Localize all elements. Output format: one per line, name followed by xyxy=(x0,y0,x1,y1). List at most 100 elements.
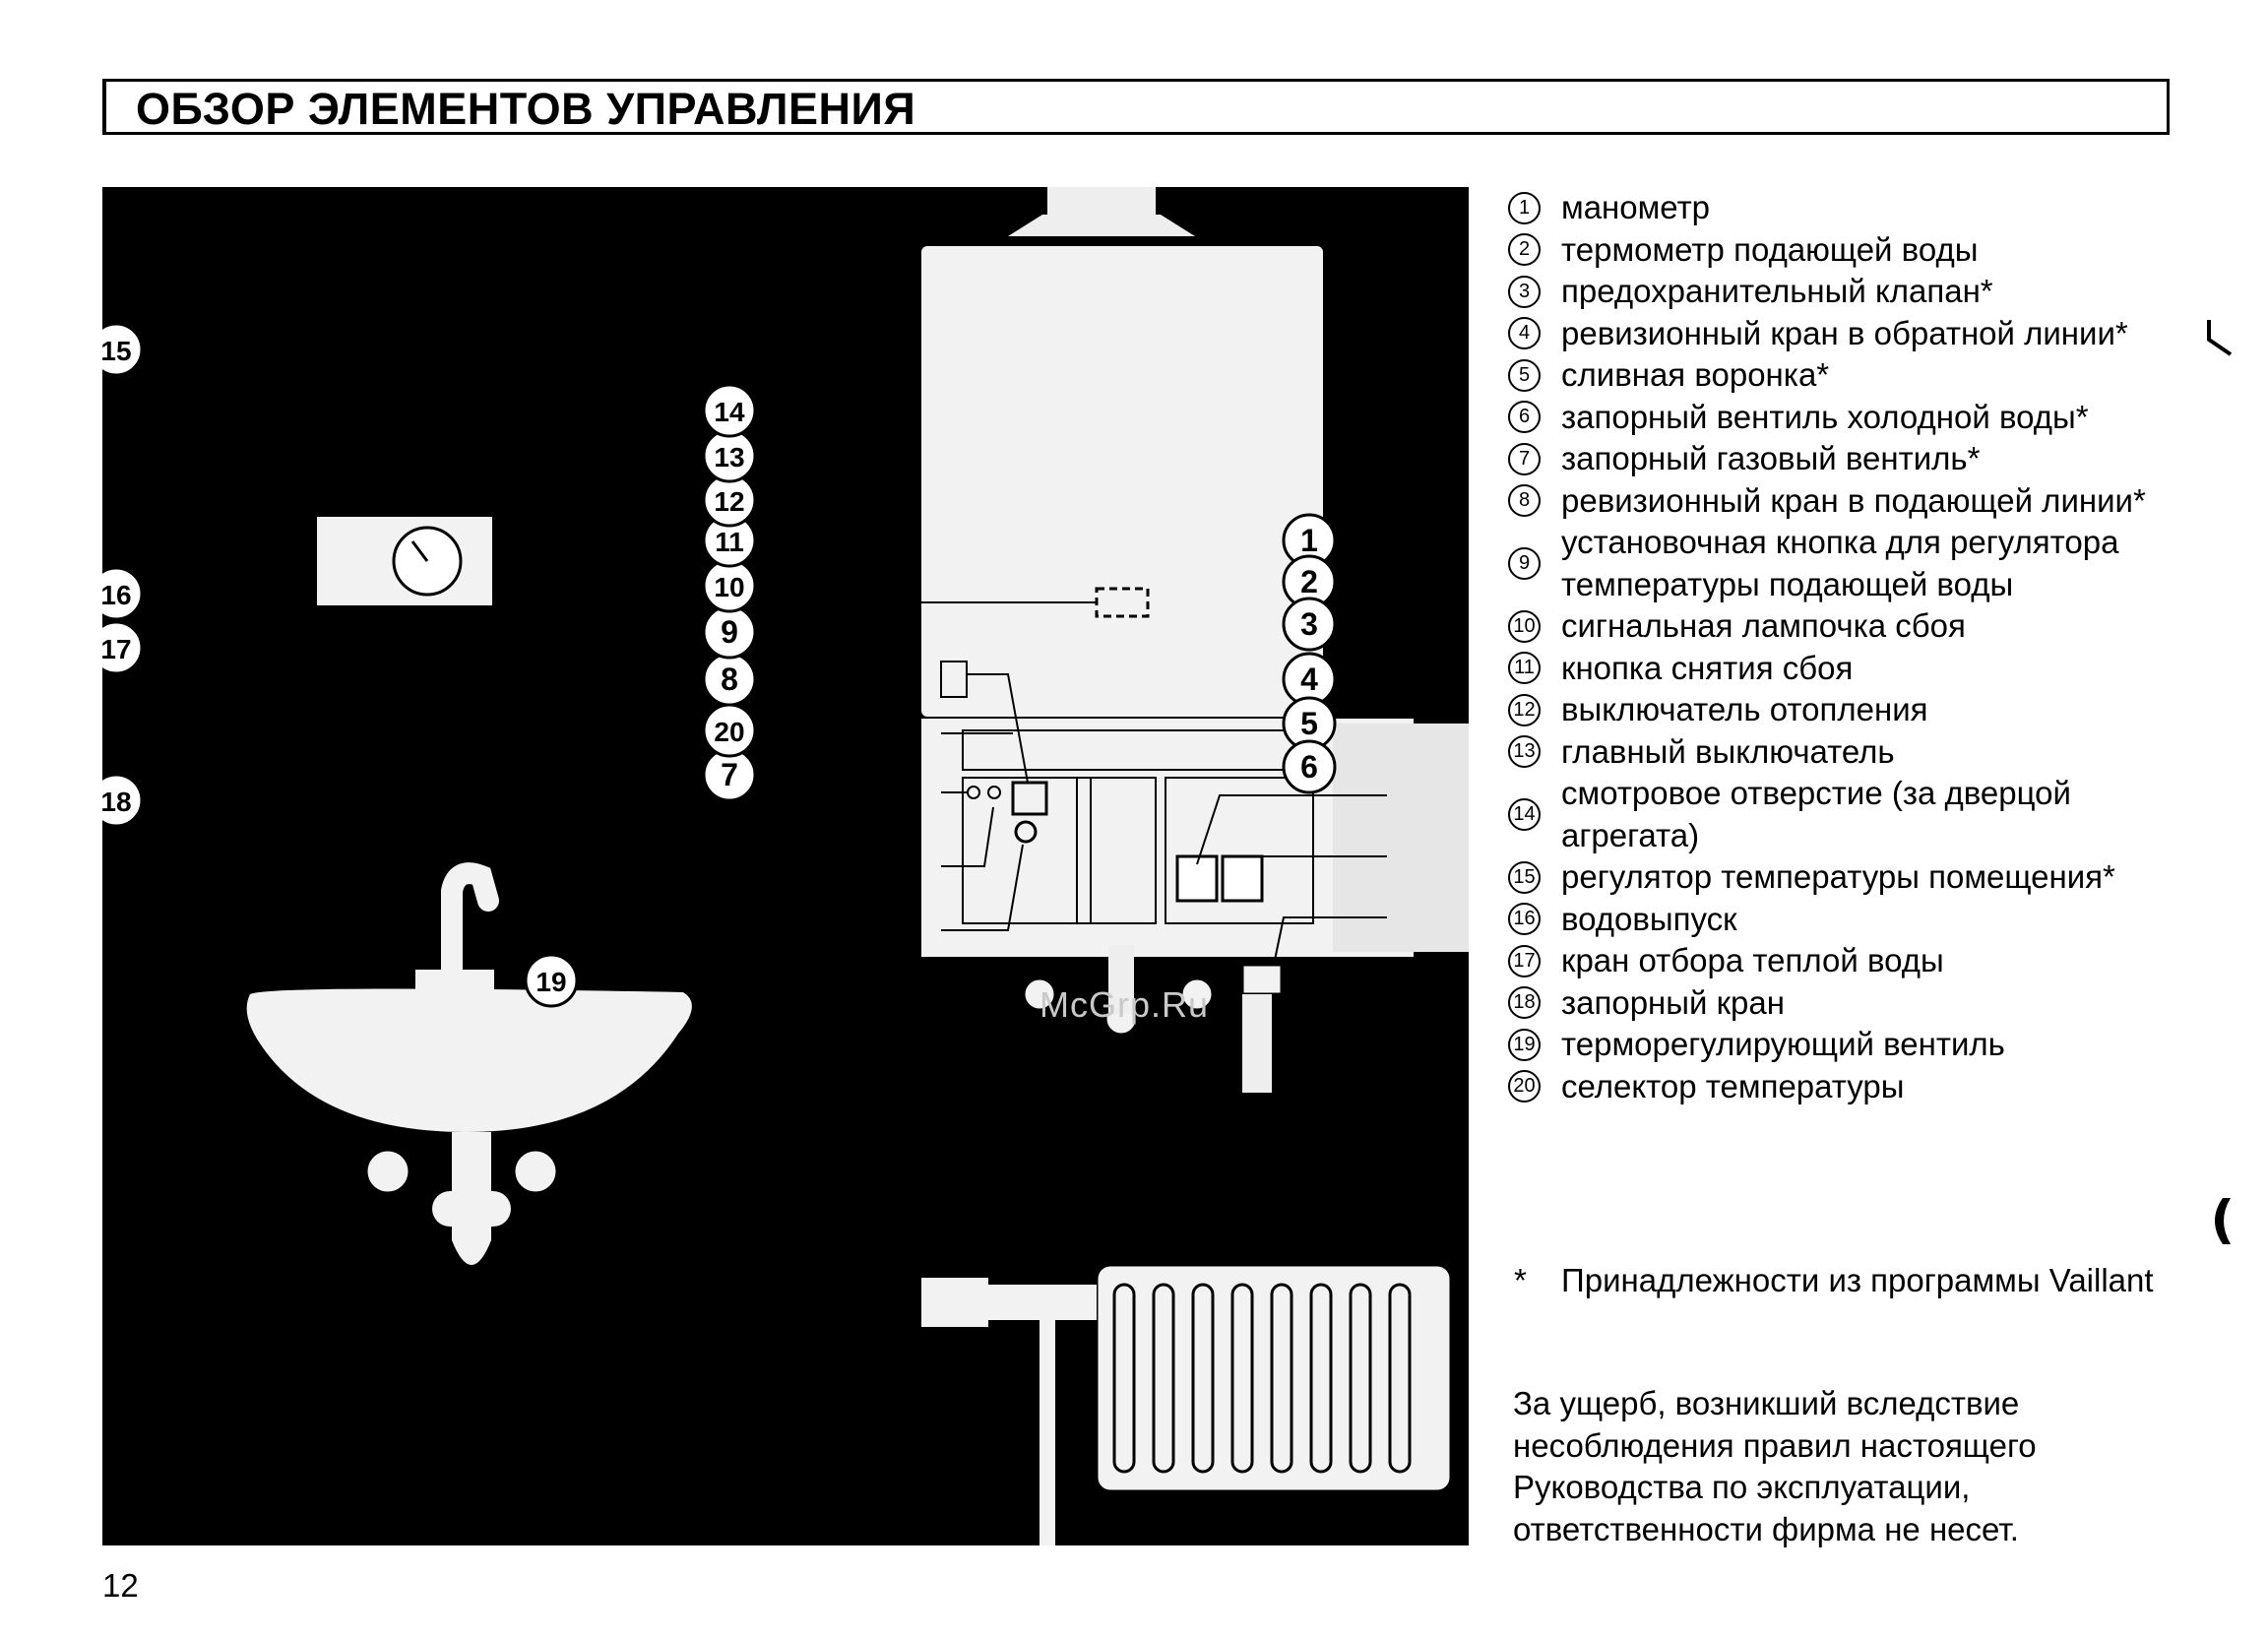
legend-number: 5 xyxy=(1508,354,1561,397)
legend-number: 8 xyxy=(1508,480,1561,523)
boiler-casing xyxy=(921,246,1323,717)
callout-label-4: 4 xyxy=(1300,662,1318,697)
legend-number: 4 xyxy=(1508,313,1561,355)
callout-label-16: 16 xyxy=(102,580,132,610)
main-switch xyxy=(1011,781,1048,816)
page-title: ОБЗОР ЭЛЕМЕНТОВ УПРАВЛЕНИЯ xyxy=(136,84,916,134)
callout-label-18: 18 xyxy=(102,787,132,817)
legend-number: 18 xyxy=(1508,982,1561,1025)
thermostat-needle xyxy=(410,540,429,562)
leader-1 xyxy=(1196,794,1387,865)
legend-number-circle: 12 xyxy=(1508,693,1541,726)
legend-text: водовыпуск xyxy=(1561,900,1737,937)
radiator-pipe xyxy=(1040,1319,1055,1545)
callout-label-17: 17 xyxy=(102,634,132,664)
legend-number-circle: 7 xyxy=(1508,442,1541,475)
legend-text: селектор температуры xyxy=(1561,1067,1905,1104)
legend-number: 10 xyxy=(1508,605,1561,648)
callout-label-3: 3 xyxy=(1300,606,1318,642)
legend-text: ревизионный кран в подающей линии* xyxy=(1561,481,2146,519)
disclaimer-text: За ущерб, возникший вследствие несоблюде… xyxy=(1513,1385,2037,1547)
leader-3 xyxy=(1273,916,1387,966)
legend-text: установочная кнопка для регулятора темпе… xyxy=(1561,524,2119,602)
legend-item: 14 смотровое отверстие (за дверцой агрега… xyxy=(1508,773,2197,856)
legend-text: предохранительный клапан* xyxy=(1561,273,1993,309)
legend-text: запорный газовый вентиль* xyxy=(1561,440,1981,476)
legend-number-circle: 2 xyxy=(1508,233,1541,267)
legend-number: 11 xyxy=(1508,648,1561,690)
legend-text: запорный кран xyxy=(1561,983,1785,1021)
panel-section-mid xyxy=(1076,777,1157,924)
thermostatic-valve-body xyxy=(988,1285,1097,1320)
legend-text: ревизионный кран в обратной линии* xyxy=(1561,314,2128,351)
legend-number-circle: 17 xyxy=(1508,944,1541,977)
legend-number: 12 xyxy=(1508,689,1561,731)
legend-number-circle: 14 xyxy=(1508,798,1541,831)
callout-label-20: 20 xyxy=(714,717,744,747)
callout-circle-20 xyxy=(702,703,757,758)
legend-number: 3 xyxy=(1508,271,1561,313)
legend-number-circle: 6 xyxy=(1508,401,1541,434)
panel-side xyxy=(1333,724,1469,952)
legend-number: 6 xyxy=(1508,397,1561,439)
flue-collar xyxy=(1008,215,1195,236)
temp-selector-knob xyxy=(1014,820,1038,844)
legend-number: 13 xyxy=(1508,731,1561,774)
stop-valve-right xyxy=(512,1148,559,1195)
legend-text: термометр подающей воды xyxy=(1561,230,1979,268)
legend-item: 8 ревизионный кран в подающей линии* xyxy=(1508,480,2197,523)
reset-button xyxy=(987,786,1001,799)
callout-circle-15 xyxy=(102,322,144,377)
callout-circle-16 xyxy=(102,566,144,621)
callout-label-12: 12 xyxy=(714,486,744,517)
stop-valve-left xyxy=(364,1148,411,1195)
callout-label-5: 5 xyxy=(1300,706,1318,741)
legend-item: 5 сливная воронка* xyxy=(1508,354,2197,397)
title-box: ОБЗОР ЭЛЕМЕНТОВ УПРАВЛЕНИЯ xyxy=(102,79,2170,135)
legend-number: 15 xyxy=(1508,856,1561,899)
legend-item: 17 кран отбора теплой воды xyxy=(1508,940,2197,982)
binding-mark-top xyxy=(2207,320,2233,356)
legend-number: 1 xyxy=(1508,187,1561,229)
legend-number-circle: 1 xyxy=(1508,191,1541,224)
binding-mark-bottom xyxy=(2215,1198,2231,1244)
callout-circle-18 xyxy=(102,773,144,828)
legend-item: 2 термометр подающей воды xyxy=(1508,229,2197,272)
legend-item: 18 запорный кран xyxy=(1508,982,2197,1025)
callout-label-6: 6 xyxy=(1300,749,1318,785)
drain-pipe xyxy=(1242,994,1272,1093)
legend-number: 7 xyxy=(1508,438,1561,480)
thermometer-gauge xyxy=(1221,854,1264,903)
callout-circle-14 xyxy=(702,383,757,438)
legend-number-circle: 9 xyxy=(1508,547,1541,580)
legend-text: выключатель отопления xyxy=(1561,691,1928,727)
legend-number-circle: 18 xyxy=(1508,986,1541,1020)
leader-13 xyxy=(967,673,1029,784)
legend-text: смотровое отверстие (за дверцой агрегата… xyxy=(1561,775,2071,853)
callout-label-13: 13 xyxy=(714,442,744,473)
leader-10 xyxy=(941,806,994,867)
callout-label-15: 15 xyxy=(102,336,132,366)
callout-label-14: 14 xyxy=(714,397,745,427)
legend-number: 2 xyxy=(1508,229,1561,272)
legend-number-circle: 13 xyxy=(1508,735,1541,769)
legend-number-circle: 8 xyxy=(1508,484,1541,518)
legend-number: 19 xyxy=(1508,1024,1561,1066)
legend-number: 14 xyxy=(1508,773,1561,856)
legend-number-circle: 5 xyxy=(1508,358,1541,392)
drain-trap xyxy=(432,1191,511,1227)
legend-text: кран отбора теплой воды xyxy=(1561,942,1944,978)
legend-text: сигнальная лампочка сбоя xyxy=(1561,607,1966,644)
legend-text: сливная воронка* xyxy=(1561,356,1830,393)
